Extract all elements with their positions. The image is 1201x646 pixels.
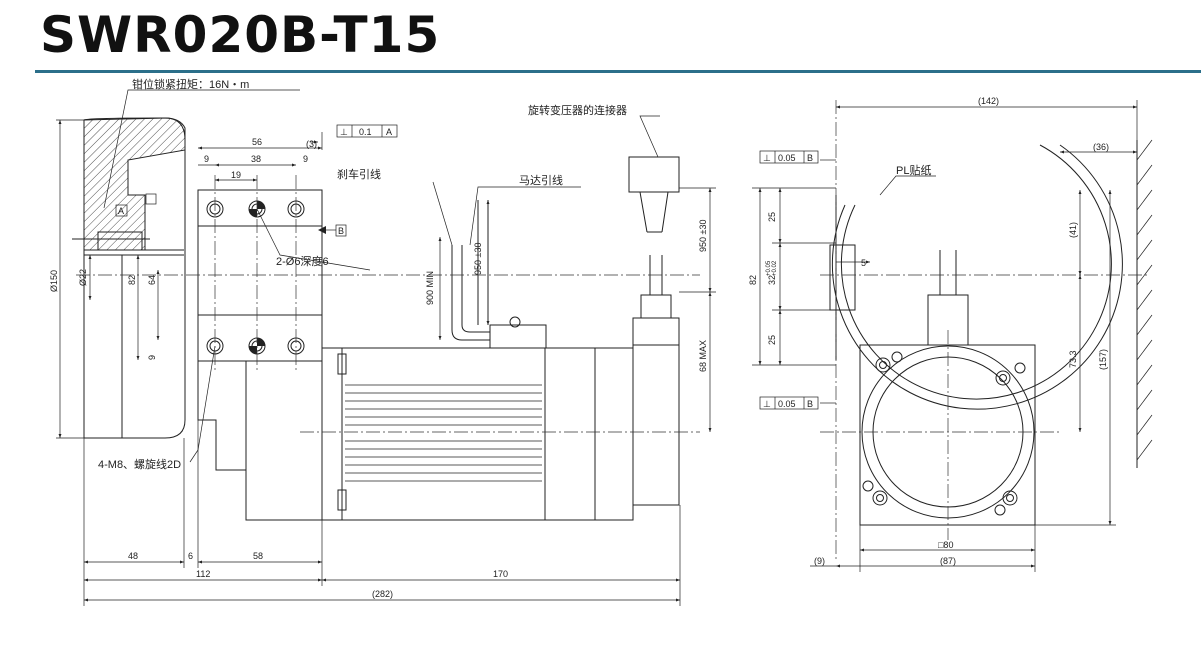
right-dimensions xyxy=(752,100,1138,572)
perp-frame-b-top: ⊥ 0.05 B xyxy=(759,150,819,164)
tap-label: 4-M8、螺旋线2D xyxy=(98,457,181,471)
wall-hatch xyxy=(1136,139,1153,461)
resolver-connector-label: 旋转变压器的连接器 xyxy=(528,103,627,117)
dim-9c: 9 xyxy=(147,355,157,360)
clamp-hub-section xyxy=(83,117,186,251)
dim-950a: 950 ±30 xyxy=(473,243,483,275)
motor-body xyxy=(341,347,546,521)
dim-170: 170 xyxy=(493,569,508,579)
dim-32-tol-lower: +0.02 xyxy=(772,260,778,276)
dim-82r: 82 xyxy=(748,275,758,285)
dim-282: (282) xyxy=(372,589,393,599)
motor-rear xyxy=(544,347,596,521)
dim-950b: 950 ±30 xyxy=(698,220,708,252)
motor-lead-label: 马达引线 xyxy=(519,173,563,187)
dim-900min: 900 MIN xyxy=(425,271,435,305)
dim-733: 73.3 xyxy=(1068,350,1078,368)
side-view: A B xyxy=(72,89,700,521)
datum-b-label: B xyxy=(338,226,344,236)
dim-9b: 9 xyxy=(303,154,308,164)
dim-82: 82 xyxy=(127,275,137,285)
dim-phi150: Ø150 xyxy=(49,270,59,292)
dim-9a: 9 xyxy=(204,154,209,164)
motor-fins xyxy=(345,384,542,482)
flange-bolts xyxy=(862,351,1026,516)
dim-64: 64 xyxy=(147,275,157,285)
datum-a-label: A xyxy=(118,206,124,216)
pl-sticker-label: PL贴纸 xyxy=(896,163,931,177)
dim-41: (41) xyxy=(1068,222,1078,238)
dim-phi22: Ø22 xyxy=(78,269,88,286)
dim-5: 5 xyxy=(861,258,866,268)
dim-25b: 25 xyxy=(767,335,777,345)
dim-32: 32 xyxy=(767,275,777,285)
perp-datum-a: A xyxy=(386,127,392,137)
perp-frame-a: ⊥ 0.1 A xyxy=(336,124,398,138)
dim-157: (157) xyxy=(1098,349,1108,370)
dim-142: (142) xyxy=(978,96,999,106)
perp-symbol-a: ⊥ xyxy=(340,127,348,137)
perp-value-b2: 0.05 xyxy=(778,399,796,409)
dim-38: 38 xyxy=(251,154,261,164)
perp-datum-b2: B xyxy=(807,399,813,409)
dim-32-tol-upper: +0.05 xyxy=(766,260,772,276)
dim-25a: 25 xyxy=(767,212,777,222)
dim-112: 112 xyxy=(196,569,210,579)
bracket-top xyxy=(197,189,323,227)
dim-48: 48 xyxy=(128,551,138,561)
brake-lead-label: 刹车引线 xyxy=(337,167,381,181)
lock-torque-label: 钳位锁紧扭矩：16N・m xyxy=(132,77,249,91)
pin-hole-label: 2-Ø6深度6 xyxy=(276,254,329,268)
dim-58: 58 xyxy=(253,551,263,561)
left-dimensions xyxy=(56,119,716,606)
dim-68max: 68 MAX xyxy=(698,340,708,372)
dim-87: (87) xyxy=(940,556,956,566)
dim-6: 6 xyxy=(188,551,193,561)
dim-56: 56 xyxy=(252,137,262,147)
perp-frame-b-bottom: ⊥ 0.05 B xyxy=(759,396,819,410)
page-title: SWR020B-T15 xyxy=(40,6,441,64)
dim-19: 19 xyxy=(231,170,241,180)
perp-symbol-b1: ⊥ xyxy=(763,153,771,163)
front-view xyxy=(820,100,1153,560)
perp-value-b1: 0.05 xyxy=(778,153,796,163)
clamp-outer xyxy=(83,117,186,439)
dim-36: (36) xyxy=(1093,142,1109,152)
perp-datum-b1: B xyxy=(807,153,813,163)
title-rule xyxy=(35,70,1201,73)
clamp-wheel-arc xyxy=(831,144,1123,410)
brake-lead xyxy=(451,245,490,341)
perp-value-a: 0.1 xyxy=(359,127,372,137)
bolt-holes-bottom xyxy=(206,337,305,355)
perp-symbol-b2: ⊥ xyxy=(763,399,771,409)
dim-3: (3) xyxy=(306,139,317,149)
dim-9r: (9) xyxy=(814,556,825,566)
bolt-holes-top xyxy=(206,200,305,218)
dim-80: □80 xyxy=(938,540,953,550)
resolver-connector xyxy=(628,156,680,193)
